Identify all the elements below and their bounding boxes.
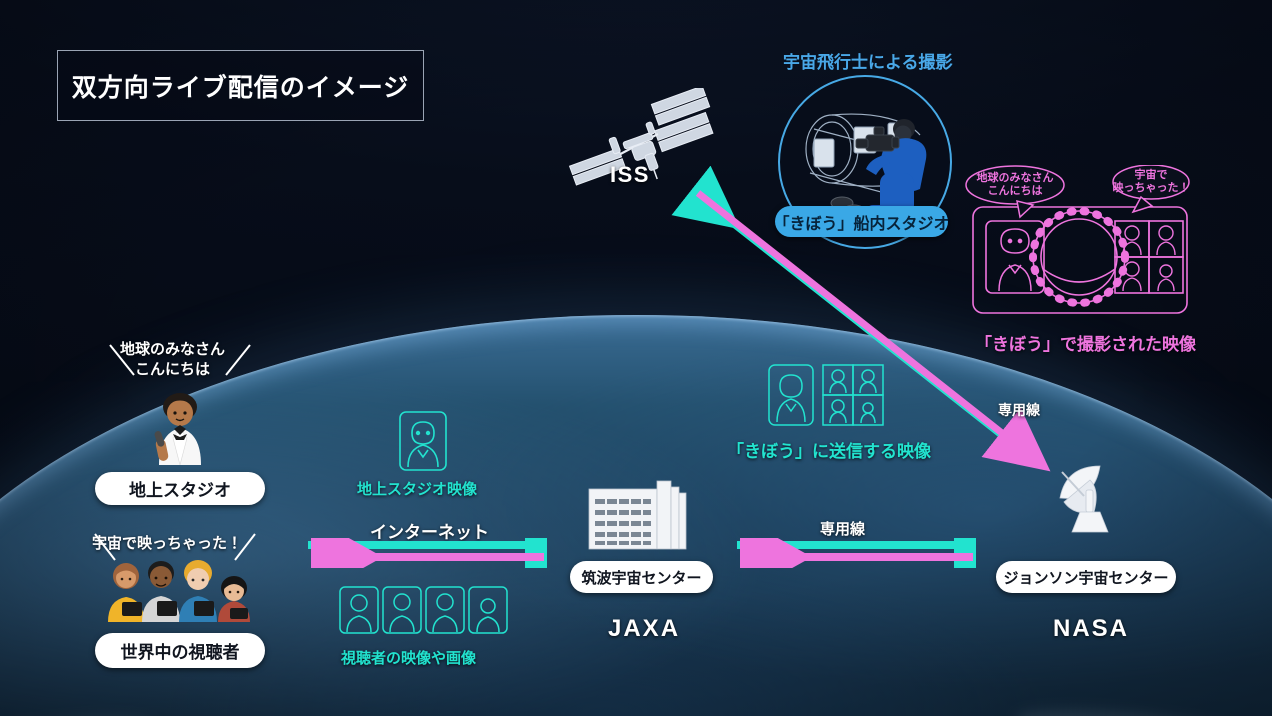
- iss-illustration: [552, 85, 732, 198]
- nasa-antenna-icon: [1052, 462, 1124, 534]
- jaxa-building-icon: [583, 477, 698, 552]
- ground-studio-presenter: [133, 393, 227, 467]
- nasa-org-label: NASA: [1053, 615, 1130, 642]
- viewers-pill-text: 世界中の視聴者: [120, 643, 240, 662]
- ground-studio-bubble: 地球のみなさん こんにちは: [120, 340, 225, 381]
- page-title-text: 双方向ライブ配信のイメージ: [71, 73, 410, 102]
- viewer-video-label: 視聴者の映像や画像: [341, 650, 477, 667]
- page-title: 双方向ライブ配信のイメージ: [57, 50, 424, 121]
- internet-link-label: インターネット: [370, 523, 489, 542]
- astronaut-section-title: 宇宙飛行士による撮影: [783, 53, 953, 72]
- jaxa-org-label: JAXA: [608, 615, 681, 642]
- send-to-kibo-label: 「きぼう」に送信する映像: [727, 442, 931, 461]
- nasa-center-pill: ジョンソン宇宙センター: [996, 561, 1176, 593]
- ground-bubble-ticks: [109, 344, 251, 376]
- kibo-footage-label: 「きぼう」で撮影された映像: [975, 335, 1196, 354]
- ground-studio-video-label: 地上スタジオ映像: [357, 481, 478, 498]
- bubble-right-line2-text: 映っちゃった！: [1113, 180, 1190, 194]
- kibo-studio-pill: 「きぼう」船内スタジオ: [773, 206, 950, 237]
- ground-bubble-line1: 地球のみなさん: [120, 341, 226, 358]
- internet-link-arrows: [308, 538, 547, 568]
- space-link-arrows: [671, 165, 1051, 472]
- viewers-bubble: 宇宙で映っちゃった！: [92, 535, 243, 552]
- global-viewers-illustration: [100, 560, 260, 622]
- viewers-pill: 世界中の視聴者: [95, 633, 265, 668]
- ground-studio-pill-text: 地上スタジオ: [129, 481, 231, 500]
- kibo-footage-illustration: 地球のみなさん こんにちは 宇宙で 映っちゃった！: [955, 164, 1205, 320]
- send-to-kibo-icons: [768, 364, 888, 426]
- bubble-left-line1-text: 地球のみなさん: [977, 170, 1054, 184]
- kibo-studio-pill-text: 「きぼう」船内スタジオ: [773, 215, 950, 233]
- ground-studio-pill: 地上スタジオ: [95, 472, 265, 505]
- viewers-bubble-ticks: [94, 533, 256, 561]
- ground-studio-video-icon: [399, 411, 447, 471]
- jaxa-center-pill: 筑波宇宙センター: [570, 561, 713, 593]
- jaxa-center-pill-text: 筑波宇宙センター: [581, 569, 702, 587]
- ground-link-arrows: [737, 538, 976, 568]
- space-link-label: 専用線: [998, 402, 1040, 418]
- iss-label: ISS: [610, 162, 650, 187]
- nasa-center-pill-text: ジョンソン宇宙センター: [1003, 569, 1169, 587]
- bubble-left-line2-text: こんにちは: [988, 184, 1043, 197]
- ground-bubble-line2: こんにちは: [135, 361, 211, 379]
- bubble-right-line1-text: 宇宙で: [1135, 167, 1168, 181]
- viewer-video-icons: [339, 586, 509, 634]
- ground-link-label: 専用線: [820, 521, 866, 538]
